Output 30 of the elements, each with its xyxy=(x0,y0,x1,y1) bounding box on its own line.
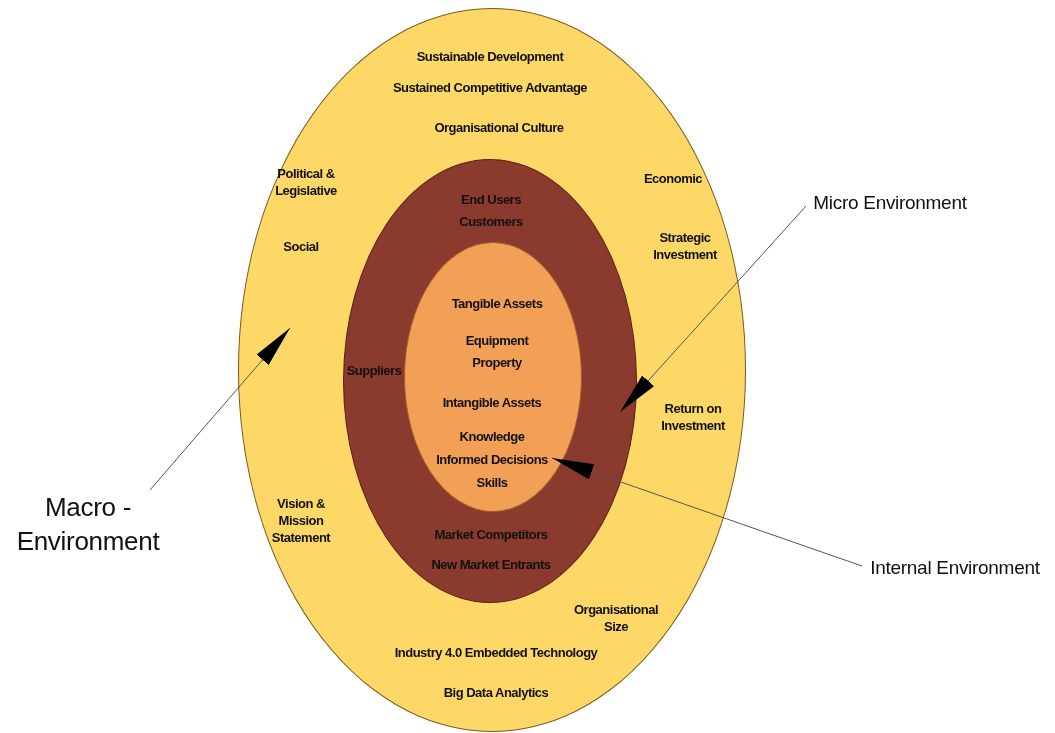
factor-text: Knowledge xyxy=(458,428,526,446)
factor-text: Industry 4.0 Embedded Technology xyxy=(393,644,599,662)
arrow xyxy=(619,205,807,413)
factor-text: Organisational Size xyxy=(573,602,659,636)
factor-text: Property xyxy=(471,354,523,372)
factor-text: Customers xyxy=(458,213,524,231)
factor-text: New Market Entrants xyxy=(430,556,552,574)
factor-text: Informed Decisions xyxy=(435,451,549,469)
factor-text: Organisational Culture xyxy=(433,119,565,137)
callout-label: Internal Environment xyxy=(869,555,1041,580)
factor-text: Equipment xyxy=(464,332,530,350)
factor-text: Sustained Competitive Advantage xyxy=(391,79,589,97)
factor-text: Big Data Analytics xyxy=(442,684,550,702)
arrow xyxy=(149,327,291,491)
factor-text: Skills xyxy=(475,474,509,492)
factor-text: Return on Investment xyxy=(660,401,726,435)
factor-text: Political & Legislative xyxy=(274,166,338,200)
factor-text: Social xyxy=(282,238,320,256)
callout-label: Micro Environment xyxy=(812,190,968,215)
factor-text: Vision & Mission Statement xyxy=(270,495,332,547)
factor-text: Tangible Assets xyxy=(450,295,544,313)
arrow xyxy=(551,457,863,567)
factor-text: Economic xyxy=(642,170,704,188)
factor-text: Strategic Investment xyxy=(652,230,718,264)
factor-text: Suppliers xyxy=(345,362,403,380)
factor-text: Sustainable Development xyxy=(415,48,565,66)
factor-text: Market Competitors xyxy=(433,526,549,544)
callout-label: Macro - Environment xyxy=(15,491,161,558)
factor-text: End Users xyxy=(460,191,522,209)
factor-text: Intangible Assets xyxy=(441,394,543,412)
